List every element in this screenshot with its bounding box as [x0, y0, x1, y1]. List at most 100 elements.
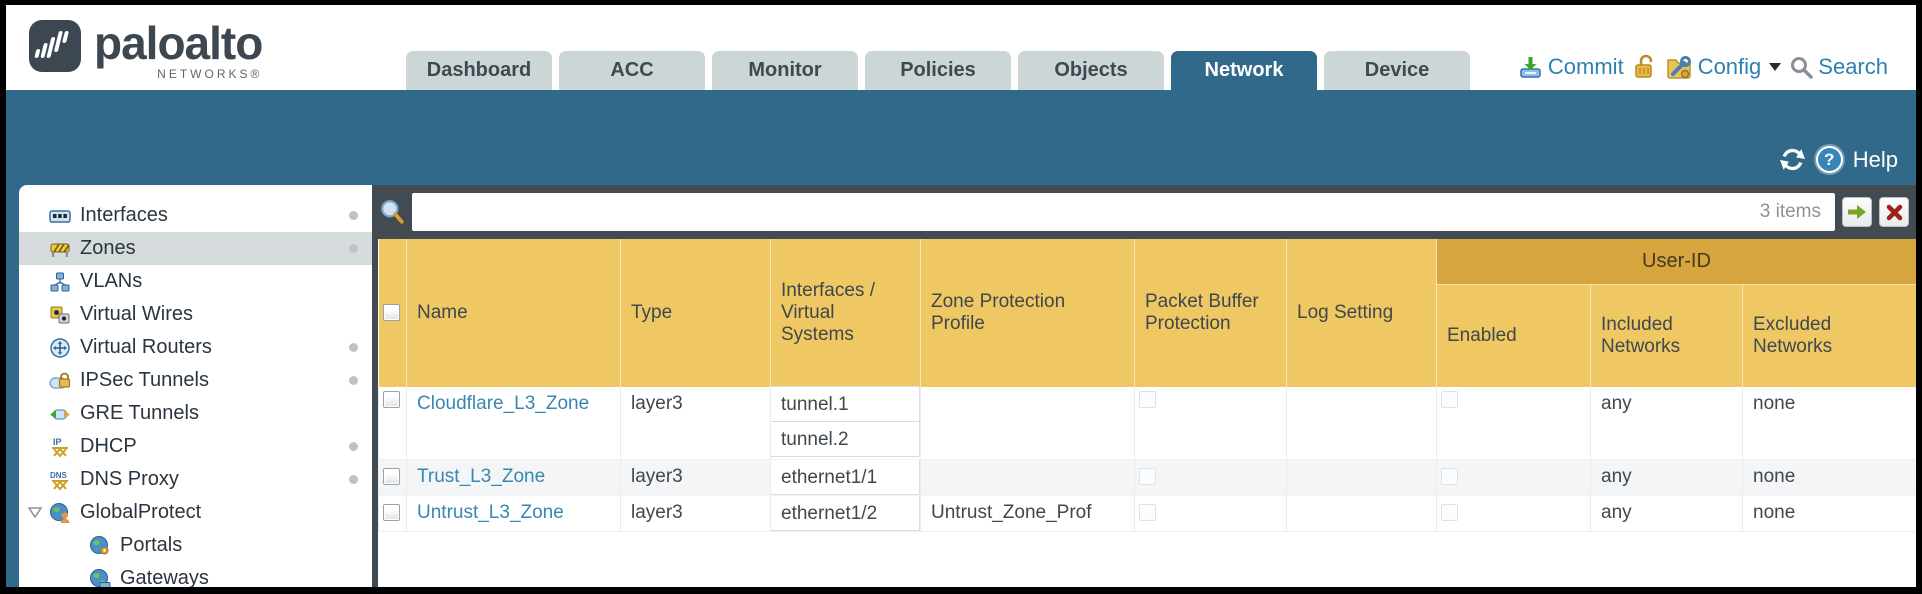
- sidebar-item-gre-tunnels[interactable]: GRE Tunnels: [19, 397, 372, 430]
- included-networks: any: [1590, 495, 1743, 532]
- zones-content: 3 items: [372, 185, 1916, 587]
- sidebar-item-dhcp[interactable]: IP DHCP: [19, 430, 372, 463]
- zone-type: layer3: [620, 495, 771, 532]
- status-dot: [349, 244, 358, 253]
- tab-dashboard[interactable]: Dashboard: [406, 51, 552, 90]
- red-x-icon: [1886, 204, 1902, 220]
- column-header-log-setting[interactable]: Log Setting: [1286, 239, 1437, 387]
- packet-buffer-checkbox: [1139, 503, 1156, 521]
- dns-proxy-icon: DNS: [49, 469, 71, 491]
- packet-buffer-checkbox: [1139, 391, 1156, 408]
- interface-item: ethernet1/1: [770, 458, 920, 495]
- ipsec-tunnels-icon: [49, 370, 71, 392]
- included-networks: any: [1590, 459, 1743, 496]
- paloalto-logo: paloalto NETWORKS®: [28, 19, 263, 81]
- gre-tunnels-icon: [49, 403, 71, 425]
- row-checkbox[interactable]: [383, 467, 400, 485]
- column-header-excluded-networks[interactable]: Excluded Networks: [1742, 284, 1916, 387]
- green-arrow-icon: [1848, 205, 1866, 219]
- column-header-zone-protection[interactable]: Zone Protection Profile: [920, 239, 1135, 387]
- sidebar-item-interfaces[interactable]: Interfaces: [19, 199, 372, 232]
- sidebar-item-globalprotect[interactable]: GlobalProtect: [19, 496, 372, 529]
- zones-table-wrap: Name Type Interfaces / Virtual Systems Z…: [378, 239, 1916, 587]
- select-all-checkbox[interactable]: [383, 303, 400, 321]
- zones-icon: [49, 238, 71, 260]
- included-networks: any: [1590, 387, 1743, 460]
- column-header-interfaces[interactable]: Interfaces / Virtual Systems: [770, 239, 921, 387]
- column-header-enabled[interactable]: Enabled: [1436, 284, 1591, 387]
- sidebar-item-vlans[interactable]: VLANs: [19, 265, 372, 298]
- excluded-networks: none: [1742, 387, 1916, 460]
- filter-input[interactable]: [412, 193, 1835, 231]
- sidebar-item-zones[interactable]: Zones: [19, 232, 372, 265]
- zone-name-link[interactable]: Untrust_L3_Zone: [417, 502, 564, 523]
- zone-type: layer3: [620, 459, 771, 496]
- table-row: Trust_L3_Zone layer3 ethernet1/1 any non…: [378, 458, 1916, 496]
- vlans-icon: [49, 271, 71, 293]
- zone-name-link[interactable]: Cloudflare_L3_Zone: [417, 393, 590, 414]
- column-header-included-networks[interactable]: Included Networks: [1590, 284, 1743, 387]
- status-dot: [349, 442, 358, 451]
- search-icon: [1791, 56, 1814, 79]
- packet-buffer-checkbox: [1139, 467, 1156, 485]
- table-row: Cloudflare_L3_Zone layer3 tunnel.1 tunne…: [378, 386, 1916, 460]
- network-sidebar: Interfaces Zones VLANs Vir: [19, 185, 372, 587]
- paloalto-logo-icon: [29, 20, 81, 72]
- enabled-checkbox: [1441, 503, 1458, 521]
- column-header-name[interactable]: Name: [406, 239, 621, 387]
- items-count: 3 items: [1759, 201, 1821, 222]
- sidebar-item-label: Virtual Routers: [80, 336, 212, 358]
- config-caret-icon: [1769, 63, 1782, 71]
- excluded-networks: none: [1742, 459, 1916, 496]
- tab-objects[interactable]: Objects: [1018, 51, 1164, 90]
- zone-name-link[interactable]: Trust_L3_Zone: [417, 466, 546, 487]
- zone-protection-profile: Untrust_Zone_Prof: [920, 495, 1135, 532]
- refresh-icon[interactable]: [1779, 146, 1806, 173]
- commit-link[interactable]: Commit: [1518, 54, 1624, 80]
- sidebar-item-gateways[interactable]: Gateways: [19, 562, 372, 587]
- apply-filter-button[interactable]: [1842, 197, 1872, 227]
- filter-input-wrap: 3 items: [412, 193, 1835, 231]
- excluded-networks: none: [1742, 495, 1916, 532]
- virtual-routers-icon: [49, 337, 71, 359]
- column-header-packet-buffer[interactable]: Packet Buffer Protection: [1134, 239, 1287, 387]
- enabled-checkbox: [1441, 467, 1458, 485]
- clear-filter-button[interactable]: [1879, 197, 1909, 227]
- interface-item: tunnel.2: [770, 421, 920, 457]
- portals-icon: [89, 535, 111, 557]
- status-dot: [349, 211, 358, 220]
- app-frame: paloalto NETWORKS® Dashboard ACC Monitor…: [6, 5, 1916, 587]
- commit-icon: [1520, 56, 1541, 78]
- sidebar-item-virtual-wires[interactable]: Virtual Wires: [19, 298, 372, 331]
- config-icon: [1666, 56, 1691, 79]
- filter-toolbar: 3 items: [372, 185, 1916, 239]
- sidebar-item-ipsec-tunnels[interactable]: IPSec Tunnels: [19, 364, 372, 397]
- search-link[interactable]: Search: [1790, 54, 1888, 80]
- sidebar-item-label: GlobalProtect: [80, 501, 202, 523]
- tab-acc[interactable]: ACC: [559, 51, 705, 90]
- help-label[interactable]: Help: [1852, 146, 1898, 172]
- filter-magnifier-icon: [381, 200, 404, 224]
- dhcp-icon-text: IP: [53, 437, 62, 447]
- expand-triangle-icon[interactable]: [27, 505, 43, 520]
- sidebar-item-virtual-routers[interactable]: Virtual Routers: [19, 331, 372, 364]
- log-setting: [1286, 459, 1437, 496]
- help-icon[interactable]: ?: [1815, 146, 1843, 173]
- main-tabs: Dashboard ACC Monitor Policies Objects N…: [406, 51, 1470, 90]
- lock-icon[interactable]: [1633, 54, 1657, 80]
- tab-policies[interactable]: Policies: [865, 51, 1011, 90]
- column-header-type[interactable]: Type: [620, 239, 771, 387]
- commit-label: Commit: [1547, 54, 1624, 79]
- tab-monitor[interactable]: Monitor: [712, 51, 858, 90]
- config-link[interactable]: Config: [1666, 54, 1782, 80]
- interfaces-icon: [49, 205, 71, 227]
- tab-device[interactable]: Device: [1324, 51, 1470, 90]
- row-checkbox[interactable]: [383, 503, 400, 521]
- zone-protection-profile: [920, 387, 1135, 460]
- sidebar-item-portals[interactable]: Portals: [19, 529, 372, 562]
- sidebar-item-dns-proxy[interactable]: DNS DNS Proxy: [19, 463, 372, 496]
- log-setting: [1286, 495, 1437, 532]
- sidebar-item-label: VLANs: [80, 270, 143, 292]
- row-checkbox[interactable]: [383, 391, 400, 408]
- tab-network[interactable]: Network: [1171, 51, 1317, 90]
